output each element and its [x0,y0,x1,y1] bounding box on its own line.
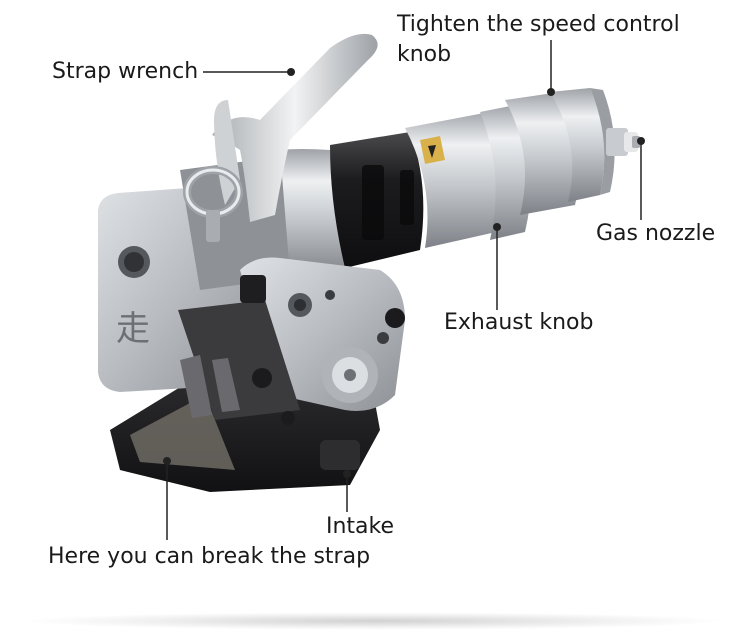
label-gas-nozzle: Gas nozzle [596,221,716,246]
callout-dot-exhaust-knob [493,223,501,231]
silver-cylinder [405,104,532,248]
gas-nozzle [606,128,640,156]
speed-control-knob [505,88,615,215]
black-cylinder [330,132,424,268]
callout-dot-intake [343,470,351,478]
label-intake: Intake [326,514,395,539]
callout-dot-break-strap [163,457,171,465]
label-speed-knob-line2: knob [397,42,452,67]
strap-channel [178,275,300,425]
label-speed-knob-line1: Tighten the speed control [397,12,680,37]
label-exhaust-knob: Exhaust knob [444,310,594,335]
floor-shadow [20,612,730,630]
label-break-strap: Here you can break the strap [48,544,371,569]
label-strap-wrench: Strap wrench [52,59,199,84]
callout-dot-gas-nozzle [637,137,645,145]
brand-logo: 走 [116,309,150,349]
callout-dot-speed-knob [547,88,555,96]
callout-dot-strap-wrench [287,68,295,76]
callout-lines [163,40,645,540]
lifting-ring [183,166,243,242]
